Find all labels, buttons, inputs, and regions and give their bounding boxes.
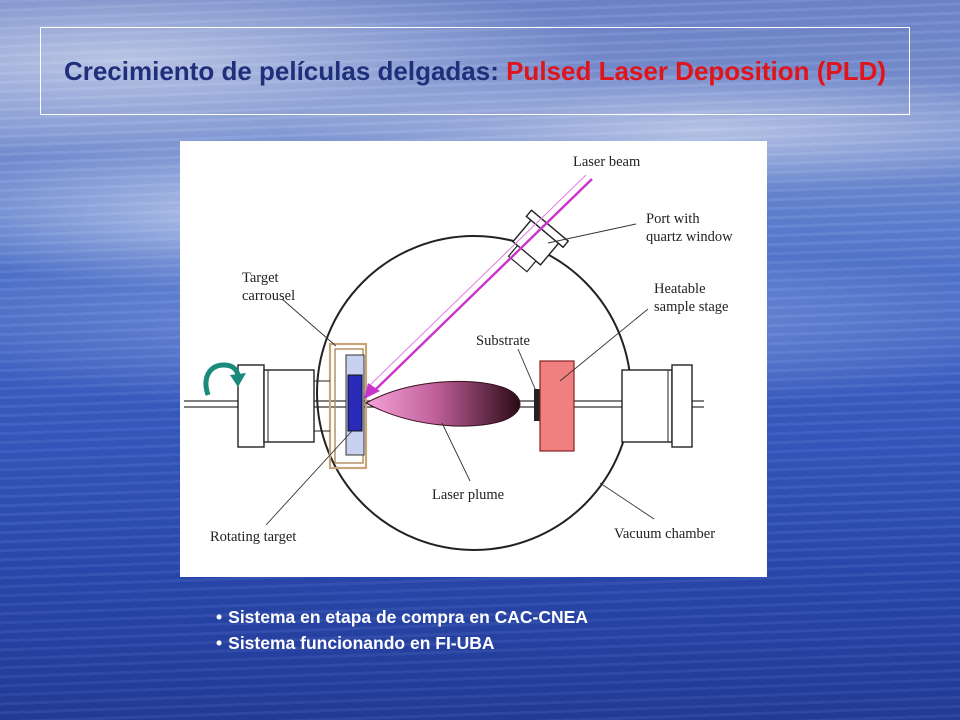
- label-target-line1: Target: [242, 270, 279, 286]
- title-box: Crecimiento de películas delgadas: Pulse…: [40, 27, 910, 115]
- bullet-list: •Sistema en etapa de compra en CAC-CNEA …: [216, 604, 588, 656]
- leader-heatable-stage: [559, 308, 649, 382]
- laser-beam-line: [373, 178, 593, 392]
- label-target-line2: carrousel: [242, 288, 295, 304]
- laser-plume: [364, 380, 521, 427]
- label-laser-beam: Laser beam: [573, 154, 641, 170]
- bullet-dot: •: [216, 633, 223, 653]
- leader-vacuum-chamber: [599, 482, 655, 520]
- bullet-text: Sistema funcionando en FI-UBA: [228, 633, 495, 653]
- leader-laser-plume: [441, 422, 471, 482]
- bullet-text: Sistema en etapa de compra en CAC-CNEA: [228, 607, 588, 627]
- label-vacuum-chamber: Vacuum chamber: [614, 526, 715, 542]
- label-laser-plume: Laser plume: [432, 487, 504, 503]
- laser-beam-arrowhead: [364, 383, 380, 399]
- quartz-window-port: [507, 209, 570, 273]
- bullet-dot: •: [216, 607, 223, 627]
- substrate: [534, 389, 540, 421]
- bullet-item: •Sistema en etapa de compra en CAC-CNEA: [216, 604, 588, 630]
- label-substrate: Substrate: [476, 333, 530, 349]
- label-heatable-line1: Heatable: [654, 281, 706, 297]
- leader-substrate: [517, 348, 537, 392]
- slide-title: Crecimiento de películas delgadas: Pulse…: [64, 53, 886, 89]
- leader-rotating-target: [265, 430, 353, 526]
- rotation-arrow-icon: [203, 362, 241, 396]
- right-flange: [621, 364, 693, 448]
- pld-diagram: Laser beam Port with quartz window Targe…: [180, 141, 767, 577]
- label-port-line2: quartz window: [646, 229, 733, 245]
- title-part-1: Crecimiento de películas delgadas:: [63, 56, 507, 86]
- leader-target-carrousel: [281, 298, 337, 347]
- label-rotating-target: Rotating target: [210, 529, 296, 545]
- bullet-item: •Sistema funcionando en FI-UBA: [216, 630, 588, 656]
- target-carrousel: [314, 342, 368, 470]
- rotating-target-block: [347, 374, 363, 432]
- heatable-stage: [539, 360, 575, 452]
- leader-port: [547, 223, 637, 244]
- title-part-2: Pulsed Laser Deposition (PLD): [506, 56, 887, 86]
- label-heatable-line2: sample stage: [654, 299, 729, 315]
- label-port-line1: Port with: [646, 211, 700, 227]
- left-flange: [237, 364, 315, 448]
